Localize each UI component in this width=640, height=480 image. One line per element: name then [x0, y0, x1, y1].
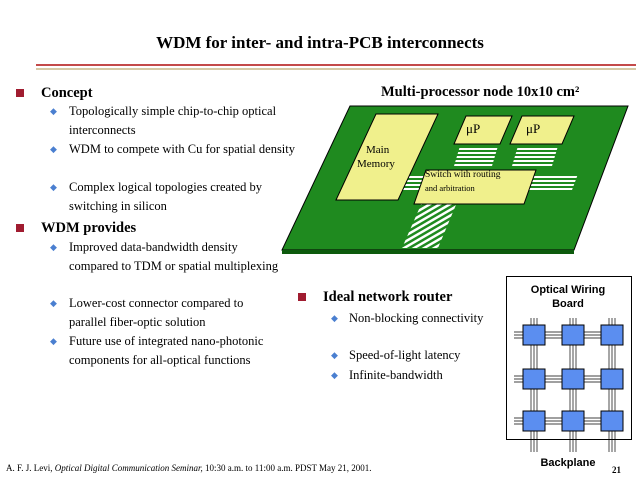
- backplane-grid: [514, 318, 624, 452]
- waveguide-link: [512, 146, 558, 166]
- diamond-bullet-icon: ◆: [50, 144, 57, 154]
- node-card: [522, 410, 546, 432]
- optical-wiring-title: Optical Wiring Board: [530, 284, 606, 310]
- list-item: ◆ Non-blocking connectivity: [331, 309, 491, 328]
- page-number: 21: [612, 465, 621, 475]
- cpu-label: μP: [466, 121, 481, 136]
- multiprocessor-board-diagram: [281, 105, 629, 254]
- list-item: ◆ Improved data-bandwidth density compar…: [50, 240, 279, 273]
- board-caption: Multi-processor node 10x10 cm²: [381, 84, 580, 100]
- switch-label: Switch with routing: [425, 170, 501, 180]
- list-item: ◆ Complex logical topologies created by …: [50, 180, 263, 213]
- node-card: [561, 410, 585, 432]
- diamond-bullet-icon: ◆: [50, 336, 57, 346]
- node-card: [561, 368, 585, 390]
- footer-citation: A. F. J. Levi, Optical Digital Communica…: [6, 463, 372, 473]
- section-network-router: Ideal network router: [298, 288, 452, 306]
- list-item: ◆ Future use of integrated nano-photonic…: [50, 334, 264, 367]
- switch-label: and arbitration: [425, 183, 475, 193]
- list-item: ◆ Infinite-bandwidth: [331, 366, 506, 385]
- diamond-bullet-icon: ◆: [50, 298, 57, 308]
- pcb-board-edge: [282, 250, 574, 254]
- diamond-bullet-icon: ◆: [331, 313, 338, 323]
- waveguide-diagonal: [402, 200, 458, 248]
- section-heading: Ideal network router: [323, 289, 453, 305]
- section-heading: Concept: [41, 85, 93, 101]
- list-item: ◆ Topologically simple chip-to-chip opti…: [50, 104, 277, 137]
- node-card: [522, 324, 546, 346]
- node-card: [600, 368, 624, 390]
- node-card: [600, 410, 624, 432]
- list-item: ◆ Speed-of-light latency: [331, 346, 506, 365]
- section-heading: WDM provides: [41, 220, 137, 236]
- microprocessor-chip: [509, 115, 575, 145]
- title-divider-secondary: [36, 68, 636, 70]
- square-bullet-icon: [16, 224, 24, 232]
- list-item: ◆ WDM to compete with Cu for spatial den…: [50, 140, 295, 159]
- backplane-label: Backplane: [506, 457, 630, 469]
- cpu-label: μP: [526, 121, 541, 136]
- node-card: [561, 324, 585, 346]
- title-divider: [36, 64, 636, 66]
- section-concept: Concept: [16, 84, 93, 102]
- diamond-bullet-icon: ◆: [50, 182, 57, 192]
- square-bullet-icon: [16, 89, 24, 97]
- switch-chip: [413, 169, 537, 205]
- memory-label: Memory: [357, 158, 395, 170]
- diamond-bullet-icon: ◆: [331, 370, 338, 380]
- node-card: [522, 368, 546, 390]
- node-card: [600, 324, 624, 346]
- square-bullet-icon: [298, 293, 306, 301]
- diamond-bullet-icon: ◆: [50, 242, 57, 252]
- microprocessor-chip: [453, 115, 513, 145]
- section-wdm-provides: WDM provides: [16, 219, 136, 237]
- waveguide-link: [454, 146, 498, 166]
- main-memory-chip: [335, 113, 439, 201]
- diamond-bullet-icon: ◆: [331, 350, 338, 360]
- list-item: ◆ Lower-cost connector compared to paral…: [50, 296, 244, 329]
- memory-label: Main: [366, 144, 390, 156]
- slide-title: WDM for inter- and intra-PCB interconnec…: [156, 33, 484, 52]
- diamond-bullet-icon: ◆: [50, 106, 57, 116]
